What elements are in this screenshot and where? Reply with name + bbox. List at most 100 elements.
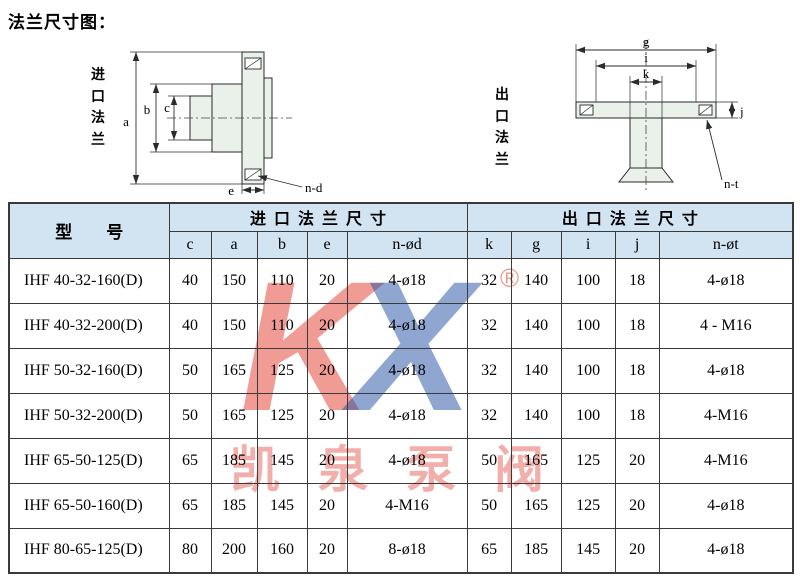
value-cell: 50 (168, 392, 212, 439)
dim-label-i: i (644, 50, 648, 65)
inlet-bolt-hole-top-hatch (244, 57, 262, 70)
outlet-bolt-hole-right-hatch (698, 104, 713, 116)
inlet-flange-diagram: a b c e n-d (123, 51, 323, 198)
dim-label-b: b (144, 102, 151, 117)
header-col-k: k (466, 230, 512, 259)
value-cell: 110 (256, 257, 308, 304)
value-cell: 18 (614, 257, 660, 304)
value-cell: 18 (614, 302, 660, 349)
header-inlet-group: 进 口 法 兰 尺 寸 (168, 202, 468, 232)
value-cell: 8-ø18 (346, 527, 468, 574)
value-cell: 4-ø18 (658, 527, 794, 574)
value-cell: 4-ø18 (346, 257, 468, 304)
model-cell: IHF 40-32-160(D) (8, 257, 170, 304)
value-cell: 40 (168, 302, 212, 349)
value-cell: 185 (210, 482, 258, 529)
value-cell: 150 (210, 302, 258, 349)
table-row: IHF 50-32-200(D) 50 165 125 20 4-ø18 32 … (8, 392, 794, 439)
value-cell: 140 (510, 257, 562, 304)
value-cell: 18 (614, 392, 660, 439)
inlet-flange-label: 进 口 法 兰 (91, 66, 105, 148)
value-cell: 160 (256, 527, 308, 574)
outlet-flange-diagram: g i k j n-t (575, 34, 744, 192)
value-cell: 4-ø18 (658, 482, 794, 529)
value-cell: 20 (306, 302, 348, 349)
value-cell: 150 (210, 257, 258, 304)
header-outlet-group: 出 口 法 兰 尺 寸 (466, 202, 794, 232)
table-body: IHF 40-32-160(D) 40 150 110 20 4-ø18 32 … (8, 257, 794, 574)
value-cell: 4-ø18 (658, 347, 794, 394)
table-row: IHF 50-32-160(D) 50 165 125 20 4-ø18 32 … (8, 347, 794, 394)
flange-dimensions-table: 型 号 进 口 法 兰 尺 寸 出 口 法 兰 尺 寸 c a b e n-ød… (8, 202, 795, 574)
value-cell: 20 (306, 437, 348, 484)
table-row: IHF 65-50-160(D) 65 185 145 20 4-M16 50 … (8, 482, 794, 529)
table-row: IHF 80-65-125(D) 80 200 160 20 8-ø18 65 … (8, 527, 794, 574)
table-row: IHF 40-32-160(D) 40 150 110 20 4-ø18 32 … (8, 257, 794, 304)
value-cell: 125 (560, 437, 616, 484)
value-cell: 4 - M16 (658, 302, 794, 349)
dim-label-n-t: n-t (724, 176, 739, 191)
value-cell: 100 (560, 257, 616, 304)
model-cell: IHF 80-65-125(D) (8, 527, 170, 574)
value-cell: 40 (168, 257, 212, 304)
value-cell: 20 (614, 527, 660, 574)
header-col-i: i (560, 230, 616, 259)
value-cell: 145 (256, 482, 308, 529)
value-cell: 50 (168, 347, 212, 394)
value-cell: 4-ø18 (346, 347, 468, 394)
dim-label-a: a (123, 114, 129, 129)
value-cell: 32 (466, 347, 512, 394)
value-cell: 140 (510, 347, 562, 394)
header-col-c: c (168, 230, 212, 259)
value-cell: 4-M16 (658, 392, 794, 439)
value-cell: 110 (256, 302, 308, 349)
value-cell: 100 (560, 347, 616, 394)
dim-label-g: g (643, 34, 650, 49)
header-model: 型 号 (8, 202, 170, 259)
outlet-flange-drawing: 出 口 法 兰 g (492, 34, 776, 199)
value-cell: 20 (306, 482, 348, 529)
header-col-b: b (256, 230, 308, 259)
outlet-flare (617, 167, 675, 183)
value-cell: 100 (560, 302, 616, 349)
dim-label-k: k (643, 66, 650, 81)
value-cell: 4-M16 (658, 437, 794, 484)
value-cell: 32 (466, 392, 512, 439)
value-cell: 20 (306, 527, 348, 574)
value-cell: 20 (306, 257, 348, 304)
model-cell: IHF 40-32-200(D) (8, 302, 170, 349)
value-cell: 185 (210, 437, 258, 484)
value-cell: 4-ø18 (346, 392, 468, 439)
value-cell: 125 (560, 482, 616, 529)
model-cell: IHF 50-32-200(D) (8, 392, 170, 439)
table-row: IHF 40-32-200(D) 40 150 110 20 4-ø18 32 … (8, 302, 794, 349)
value-cell: 4-M16 (346, 482, 468, 529)
model-cell: IHF 50-32-160(D) (8, 347, 170, 394)
outlet-flange-label: 出 口 法 兰 (495, 86, 509, 168)
value-cell: 145 (256, 437, 308, 484)
value-cell: 65 (168, 437, 212, 484)
table-header: 型 号 进 口 法 兰 尺 寸 出 口 法 兰 尺 寸 c a b e n-ød… (8, 202, 794, 259)
model-cell: IHF 65-50-125(D) (8, 437, 170, 484)
value-cell: 65 (466, 527, 512, 574)
page-title: 法兰尺寸图： (8, 13, 116, 32)
value-cell: 32 (466, 257, 512, 304)
dim-label-j: j (739, 104, 744, 119)
value-cell: 65 (168, 482, 212, 529)
inlet-flange-drawing: 进 口 法 兰 a (88, 34, 362, 199)
table-row: IHF 65-50-125(D) 65 185 145 20 4-ø18 50 … (8, 437, 794, 484)
value-cell: 4-ø18 (346, 302, 468, 349)
value-cell: 32 (466, 302, 512, 349)
header-col-j: j (614, 230, 660, 259)
header-col-g: g (510, 230, 562, 259)
value-cell: 80 (168, 527, 212, 574)
value-cell: 125 (256, 392, 308, 439)
value-cell: 165 (510, 482, 562, 529)
value-cell: 20 (614, 437, 660, 484)
value-cell: 165 (210, 392, 258, 439)
value-cell: 165 (510, 437, 562, 484)
value-cell: 20 (306, 392, 348, 439)
value-cell: 125 (256, 347, 308, 394)
value-cell: 145 (560, 527, 616, 574)
